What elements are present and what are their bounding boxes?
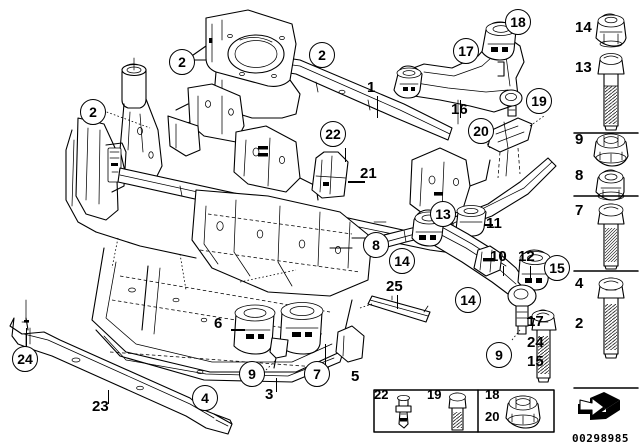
callout-14-circled: 14 <box>455 287 481 313</box>
legend-expanding-rivet-22 <box>395 394 412 429</box>
reinforcement-strip-25 <box>359 295 431 323</box>
callout-23-plain: 23 <box>92 398 109 415</box>
left-side-rail <box>65 129 197 259</box>
left-strut-tower <box>119 57 163 187</box>
leader-line-7 <box>325 344 327 368</box>
hw-medium-bolt-4 <box>597 277 625 359</box>
callout-13-circled: 13 <box>430 201 456 227</box>
hw-long-bolt-7 <box>597 203 625 270</box>
callout-1-plain: 1 <box>367 79 376 96</box>
callout-14-circled: 14 <box>389 248 415 274</box>
callout-7-circled: 7 <box>304 361 330 387</box>
leader-line-12 <box>530 266 532 278</box>
callout-2-circled: 2 <box>80 99 106 125</box>
callout-9-circled: 9 <box>239 361 265 387</box>
hw-collar-nut-14 <box>595 13 627 48</box>
diagram-id-label: 00298985 <box>572 432 629 445</box>
callout-6-plain: 6 <box>214 315 223 332</box>
legend-label-19-hex-bolt: 19 <box>427 387 442 402</box>
legend-collar-nut-18-20 <box>505 395 541 429</box>
leader-line-23 <box>108 390 110 404</box>
callout-17-plain: 17 <box>527 313 544 330</box>
subframe-center-body <box>191 189 373 297</box>
right-upper-mount-13 <box>409 147 491 217</box>
callout-4-circled: 4 <box>192 385 218 411</box>
leader-line-11 <box>484 224 493 226</box>
center-mount-bracket <box>233 125 319 201</box>
leader-line-1 <box>377 96 379 118</box>
strut-brace-23 <box>9 299 233 435</box>
callout-22-circled: 22 <box>320 121 346 147</box>
hw-long-bolt-13 <box>597 53 625 131</box>
ball-stud-lower-9 <box>265 337 289 371</box>
right-strut-tower <box>205 9 301 119</box>
hardware-label-9-flange-nut: 9 <box>575 131 584 148</box>
callout-16-plain: 16 <box>451 101 468 118</box>
hardware-label-2-long-bolt: 2 <box>575 315 584 332</box>
hardware-label-14-collar-nut: 14 <box>575 19 592 36</box>
hw-long-bolt-2 <box>531 309 557 383</box>
callout-11-plain: 11 <box>486 215 502 232</box>
callout-2-circled: 2 <box>309 42 335 68</box>
callout-5-plain: 5 <box>351 368 360 385</box>
callout-10-plain: 10 <box>490 248 507 265</box>
callout-17-circled: 17 <box>453 38 479 64</box>
legend-box <box>373 389 555 433</box>
direction-arrow <box>578 392 620 420</box>
left-front-horn <box>75 107 151 221</box>
leader-line-22 <box>345 148 347 162</box>
callout-18-circled: 18 <box>505 9 531 35</box>
hardware-label-13-long-bolt: 13 <box>575 59 592 76</box>
callout-3-plain: 3 <box>265 386 274 403</box>
legend-label-22-expanding-rivet: 22 <box>374 387 389 402</box>
legend-label-18-collar-nut: 18 <box>485 387 500 402</box>
legend-label-20-collar-nut: 20 <box>485 409 500 424</box>
callout-25-plain: 25 <box>386 278 403 295</box>
callout-8-circled: 8 <box>363 232 389 258</box>
callout-20-circled: 20 <box>468 118 494 144</box>
leader-line-16 <box>460 100 462 118</box>
hardware-label-7-long-bolt: 7 <box>575 202 584 219</box>
callout-24-plain: 24 <box>527 334 544 351</box>
callout-21-plain: 21 <box>360 165 377 182</box>
callout-24-circled: 24 <box>12 346 38 372</box>
hw-flange-nut-9 <box>593 133 629 167</box>
rubber-mounting-11 <box>455 205 487 237</box>
leader-line-25 <box>397 295 399 309</box>
leader-line-21 <box>348 181 365 183</box>
deflector-bracket-21 <box>311 151 349 199</box>
callout-15-circled: 15 <box>544 255 570 281</box>
leader-line-3 <box>276 378 278 392</box>
callout-9-circled: 9 <box>486 342 512 368</box>
hardware-column-dividers <box>573 132 639 389</box>
legend-hex-bolt-19 <box>448 392 467 431</box>
callout-12-plain: 12 <box>518 248 535 265</box>
callout-2-circled: 2 <box>169 49 195 75</box>
bracket-5 <box>335 325 365 363</box>
callout-15-plain: 15 <box>527 353 544 370</box>
leader-line-17 <box>527 318 535 320</box>
hardware-label-8-hex-nut: 8 <box>575 167 584 184</box>
upper-wishbone-16 <box>393 21 525 125</box>
leader-line-6 <box>231 329 245 331</box>
callout-19-circled: 19 <box>526 88 552 114</box>
bolt-assembly-19-20 <box>485 115 545 179</box>
right-upper-bracket <box>167 83 245 157</box>
leader-line-24 <box>26 328 28 350</box>
rubber-mountings-6 <box>233 302 324 355</box>
hardware-label-4-medium-bolt: 4 <box>575 275 584 292</box>
leader-line-10 <box>503 266 505 276</box>
